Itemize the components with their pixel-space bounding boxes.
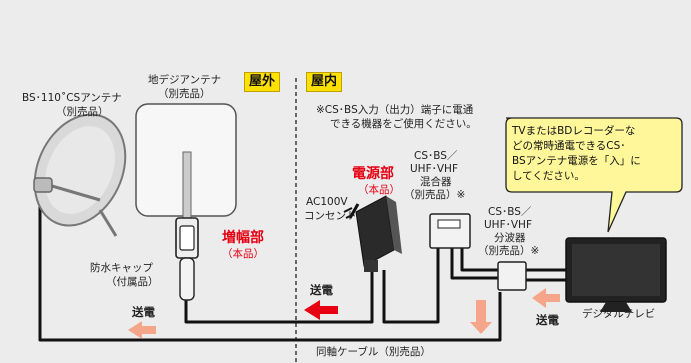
booster-sub-label: （本品） <box>222 248 264 260</box>
splitter-label-1: CS･BS／ <box>488 206 532 218</box>
cable-mixer-to-splitter-2 <box>460 248 498 272</box>
bs-antenna-sub-label: （別売品） <box>56 106 109 118</box>
ac-outlet-label-1: AC100V <box>306 196 348 208</box>
coaxial-cables <box>38 186 566 342</box>
down-arrow <box>470 300 492 334</box>
callout-bubble <box>505 117 683 233</box>
power-feed-label-right: 送電 <box>536 313 559 327</box>
terrestrial-antenna-sub-label: （別売品） <box>158 88 211 100</box>
dish-feedhorn <box>33 177 53 193</box>
terrestrial-antenna-label: 地デジアンテナ <box>148 74 222 86</box>
splitter-label-4: （別売品）※ <box>478 245 540 257</box>
power-feed-arrow-center <box>304 300 338 320</box>
zone-label-indoor: 屋内 <box>306 72 343 92</box>
mixer-label-3: 混合器 <box>420 176 452 188</box>
coaxial-cable-label: 同軸ケーブル（別売品） <box>316 346 431 358</box>
cable-mixer-to-splitter-1 <box>450 248 498 280</box>
cable-booster-to-power <box>184 270 374 324</box>
digital-tv <box>565 237 667 312</box>
bs-antenna-label: BS･110˚CSアンテナ <box>22 92 122 104</box>
cable-power-to-mixer <box>382 248 440 324</box>
splitter-label-3: 分波器 <box>494 232 526 244</box>
power-feed-label-center: 送電 <box>310 283 333 297</box>
mixer-label-1: CS･BS／ <box>414 150 458 162</box>
callout-line-2: どの常時通電できるCS･ <box>512 140 626 152</box>
mixer-label-4: （別売品）※ <box>404 189 466 201</box>
mixer-unit <box>429 213 471 249</box>
callout-line-4: してください。 <box>512 170 585 182</box>
tv-label: デジタルテレビ <box>582 308 656 320</box>
power-feed-arrow-right <box>532 288 560 308</box>
bs-cs-dish-antenna <box>33 113 127 237</box>
usage-note-line-1: ※CS･BS入力（出力）端子に電通 <box>316 104 474 116</box>
terrestrial-antenna <box>135 103 237 223</box>
power-unit-sub-label: （本品） <box>358 184 400 196</box>
ac-outlet-label-2: コンセント <box>304 210 357 222</box>
power-feed-arrow-left <box>128 321 156 339</box>
callout-line-3: BSアンテナ電源を「入」に <box>512 155 641 167</box>
waterproof-cap-shape <box>179 257 195 301</box>
power-supply-unit <box>343 195 402 272</box>
callout-line-1: TVまたはBDレコーダーな <box>512 125 636 137</box>
cable-bs-antenna <box>38 186 502 342</box>
power-unit-label: 電源部 <box>352 166 394 182</box>
splitter-label-2: UHF･VHF <box>484 219 532 231</box>
power-feed-label-left: 送電 <box>132 305 155 319</box>
mixer-label-2: UHF･VHF <box>410 163 458 175</box>
waterproof-cap-sub-label: （付属品） <box>106 276 159 288</box>
waterproof-cap-label: 防水キャップ <box>90 262 153 274</box>
booster-label: 増幅部 <box>222 230 264 246</box>
booster-unit <box>175 217 199 301</box>
splitter-unit <box>497 261 527 291</box>
antenna-mast <box>182 151 192 223</box>
dish-arm <box>51 184 101 202</box>
usage-note-line-2: できる機器をご使用ください。 <box>330 118 477 130</box>
zone-label-outdoor: 屋外 <box>244 72 281 92</box>
